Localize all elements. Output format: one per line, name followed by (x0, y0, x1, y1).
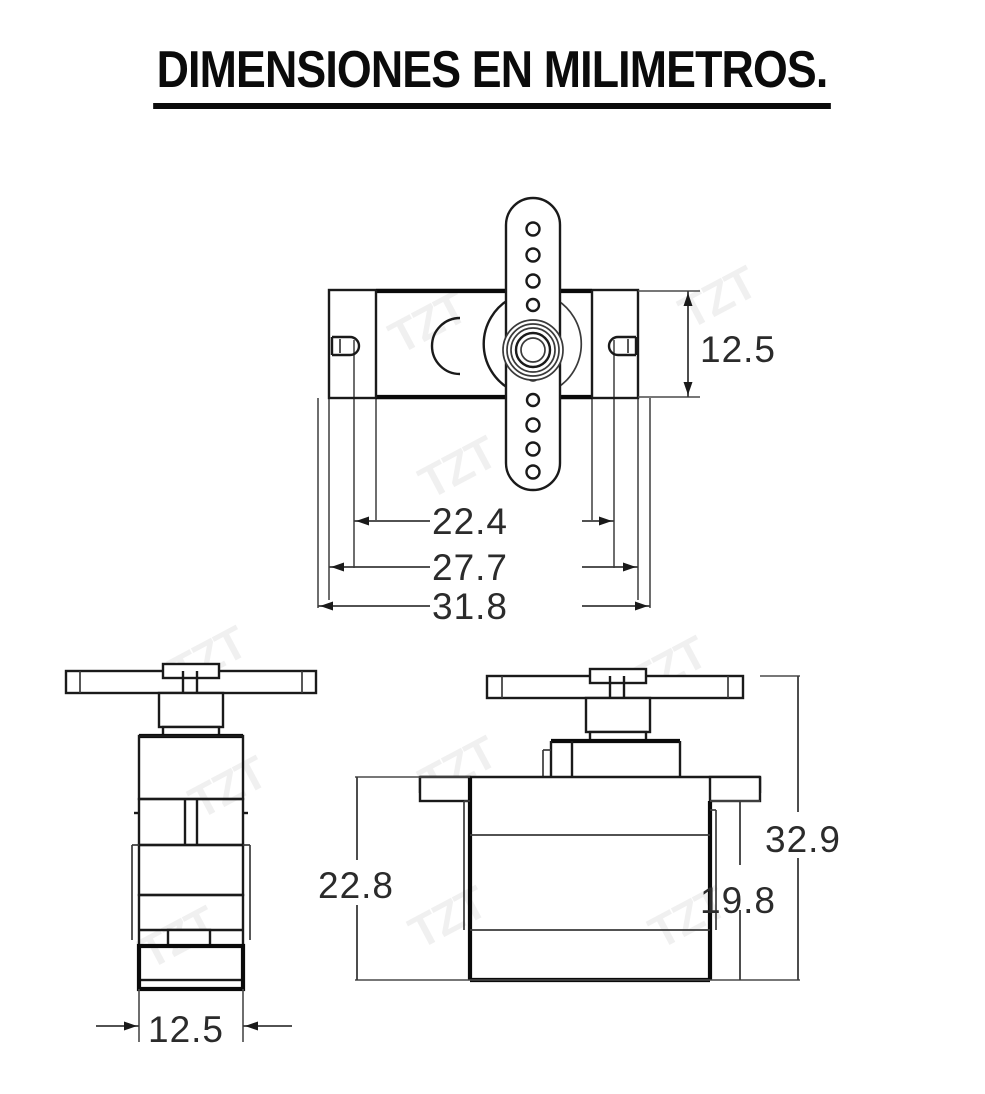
side-bottom-block (136, 943, 246, 992)
watermark-text: TZT (670, 255, 765, 339)
output-shaft-spline (502, 319, 564, 381)
dimension-label-12-5-top: 12.5 (700, 329, 776, 370)
top-view: 12.5 22.4 27.7 (317, 196, 776, 627)
front-view-gearcase (542, 738, 682, 777)
top-view-servo-horn (502, 196, 564, 492)
side-view-body (131, 733, 251, 992)
side-view: 12.5 (64, 662, 318, 1050)
dimension-label-12-5-side: 12.5 (148, 1009, 224, 1050)
front-view-extension-lines (355, 675, 800, 981)
page-title: DIMENSIONES EN MILIMETROS. (153, 40, 832, 109)
side-body-main (137, 893, 245, 982)
front-horn-center-boss (588, 667, 648, 685)
front-view-servo-horn (485, 667, 745, 700)
top-view-mounting-hole-right (607, 335, 638, 357)
watermark-text: TZT (180, 745, 275, 829)
watermark-text: TZT (410, 425, 505, 509)
title-block: DIMENSIONES EN MILIMETROS. (0, 40, 985, 109)
horn-hole (525, 464, 541, 480)
side-bottom-notch (166, 928, 212, 948)
front-view-output-collar (584, 696, 652, 743)
dimension-22-8: 22.8 (318, 777, 394, 980)
dimension-label-32-9: 32.9 (765, 819, 841, 860)
horn-hole (525, 273, 541, 289)
horn-hole (525, 297, 541, 313)
dimension-label-27-7: 27.7 (432, 547, 508, 588)
dimension-label-31-8: 31.8 (432, 586, 508, 627)
dimension-27-7: 27.7 (329, 547, 638, 588)
horn-hole (525, 417, 541, 433)
dimension-31-8: 31.8 (317, 398, 651, 627)
top-view-mounting-hole-left (330, 335, 361, 357)
horn-hole (525, 247, 541, 263)
dimension-12-5-top: 12.5 (638, 290, 776, 398)
dimension-32-9: 32.9 (765, 676, 841, 980)
dimension-19-8: 19.8 (700, 801, 776, 980)
horn-hole (525, 392, 541, 408)
dimension-label-22-8: 22.8 (318, 865, 394, 906)
horn-hole (525, 441, 541, 457)
side-body-lower (137, 843, 245, 897)
horn-hole (525, 221, 541, 237)
dimension-label-22-4: 22.4 (432, 501, 508, 542)
flange-tab-left (418, 775, 472, 803)
watermark-text: TZT (400, 875, 495, 959)
side-horn-center-boss (161, 662, 221, 680)
dimension-12-5-side: 12.5 (96, 989, 292, 1050)
dimension-22-4: 22.4 (354, 501, 614, 542)
side-view-output-collar (157, 691, 225, 738)
flange-tab-right (708, 775, 762, 803)
top-view-gearcase-arcs (430, 298, 583, 390)
side-view-servo-horn (64, 662, 318, 695)
front-view: 22.8 19.8 32.9 (318, 667, 841, 983)
dimension-label-19-8: 19.8 (700, 880, 776, 921)
